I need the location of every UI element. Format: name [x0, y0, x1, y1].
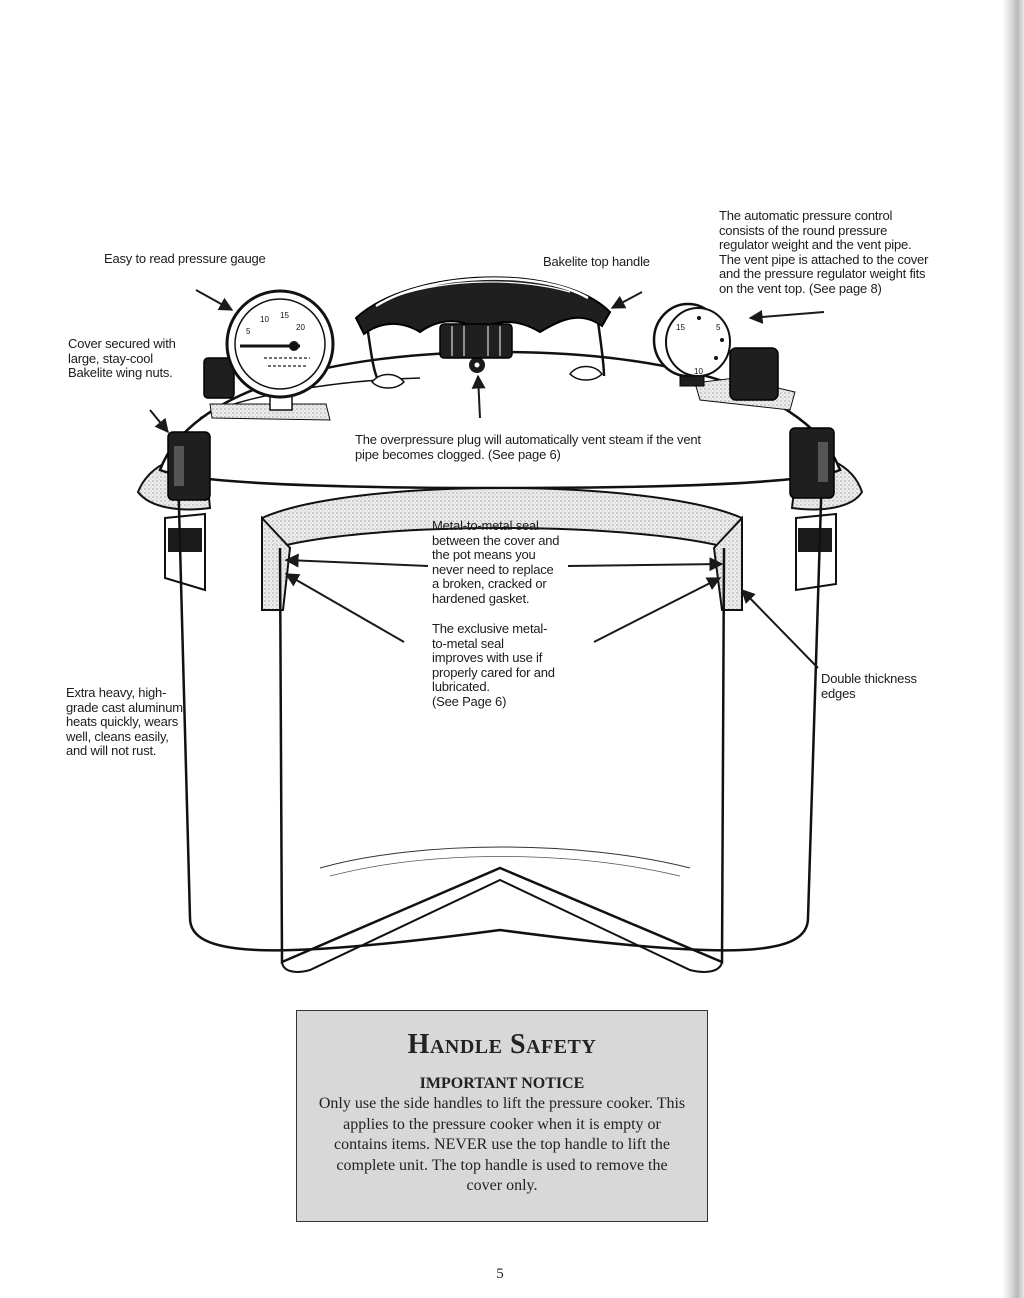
wing-nut-left-rear — [203, 357, 235, 399]
regulator-mark: 5 — [716, 323, 721, 332]
wing-nut-right-front — [789, 427, 835, 499]
label-top-handle: Bakelite top handle — [543, 254, 650, 269]
page-edge — [1002, 0, 1024, 1298]
label-overpressure-plug: The overpressure plug will automatically… — [355, 432, 701, 462]
pressure-cooker-illustration: 5 10 15 20 15 5 10 — [136, 276, 864, 973]
wing-nut-left-front — [167, 431, 211, 501]
callout-arrows — [149, 289, 825, 669]
overpressure-plug — [469, 357, 485, 373]
gauge-mark: 20 — [296, 323, 305, 332]
label-pressure-gauge: Easy to read pressure gauge — [104, 251, 266, 266]
gauge-mark: 15 — [280, 311, 289, 320]
label-wing-nuts: Cover secured with large, stay-cool Bake… — [68, 336, 176, 380]
pressure-regulator-weight: 15 5 10 — [652, 302, 731, 387]
label-aluminum: Extra heavy, high- grade cast aluminum h… — [66, 685, 183, 758]
vent-pipe-knob — [439, 323, 513, 359]
gauge-mark: 5 — [246, 327, 251, 336]
handle-safety-notice: Handle Safety IMPORTANT NOTICE Only use … — [296, 1010, 708, 1222]
label-exclusive-seal: The exclusive metal- to-metal seal impro… — [432, 621, 555, 709]
regulator-mark: 15 — [676, 323, 685, 332]
top-handle — [354, 276, 612, 389]
notice-title: Handle Safety — [407, 1029, 597, 1060]
pot-cutaway — [261, 487, 743, 973]
regulator-mark: 10 — [694, 367, 703, 376]
label-metal-seal: Metal-to-metal seal between the cover an… — [432, 518, 560, 606]
notice-body: Only use the side handles to lift the pr… — [318, 1095, 686, 1194]
page-number: 5 — [496, 1266, 504, 1282]
pressure-gauge: 5 10 15 20 — [225, 289, 335, 411]
label-double-edges: Double thickness edges — [821, 671, 917, 701]
label-pressure-control: The automatic pressure control consists … — [719, 208, 929, 296]
wing-nut-right-rear — [729, 347, 779, 401]
gauge-mark: 10 — [260, 315, 269, 324]
notice-subtitle: IMPORTANT NOTICE — [419, 1075, 585, 1092]
